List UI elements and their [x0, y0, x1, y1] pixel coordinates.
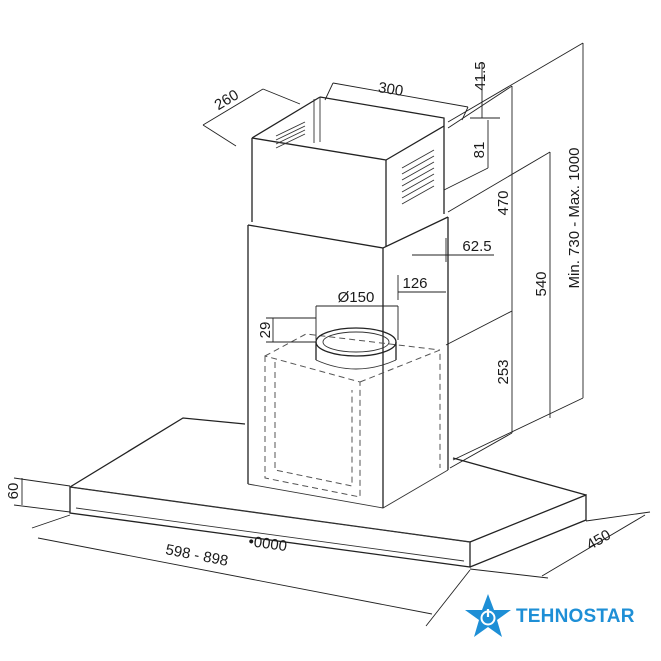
label-470: 470	[495, 190, 512, 215]
dim-450	[469, 511, 651, 579]
label-150: Ø150	[338, 289, 375, 306]
dim-150	[315, 305, 399, 340]
brand-name: TEHNOSTAR	[516, 606, 635, 628]
dim-62-5	[412, 238, 494, 262]
label-29: 29	[257, 322, 274, 339]
label-260: 260	[212, 86, 242, 113]
label-60: 60	[5, 483, 22, 500]
dim-41-5	[470, 62, 500, 119]
upper-chimney	[251, 96, 445, 246]
vent-slots-right	[401, 149, 435, 205]
dim-range	[447, 42, 584, 461]
vent-slots-left	[275, 121, 306, 149]
tehnostar-logo: TEHNOSTAR	[464, 592, 654, 644]
duct-collar	[315, 327, 397, 370]
label-81: 81	[471, 142, 488, 159]
label-598-898: 598 - 898	[164, 541, 229, 570]
dim-470	[447, 85, 513, 311]
label-126: 126	[402, 275, 427, 292]
label-62-5: 62.5	[462, 238, 491, 255]
dim-598-898	[31, 514, 471, 627]
label-450: 450	[584, 526, 614, 553]
brand-name-part1: TEHNO	[516, 606, 584, 627]
brand-name-part2: STAR	[583, 606, 635, 627]
label-41-5: 41.5	[472, 61, 489, 90]
dim-540	[447, 151, 551, 418]
label-300: 300	[377, 79, 404, 100]
lower-chimney	[247, 216, 449, 509]
control-panel-label: •0000	[247, 533, 288, 555]
dim-60	[13, 477, 71, 513]
dim-126	[397, 275, 446, 300]
canopy	[69, 417, 587, 568]
label-253: 253	[495, 359, 512, 384]
dim-29	[266, 317, 316, 343]
label-range: Min. 730 - Max. 1000	[566, 148, 583, 289]
label-540: 540	[533, 271, 550, 296]
motor-housing-hidden	[264, 333, 441, 498]
dim-260	[202, 88, 301, 147]
star-icon	[465, 594, 511, 637]
dim-253	[445, 310, 513, 469]
dim-81	[443, 120, 489, 191]
